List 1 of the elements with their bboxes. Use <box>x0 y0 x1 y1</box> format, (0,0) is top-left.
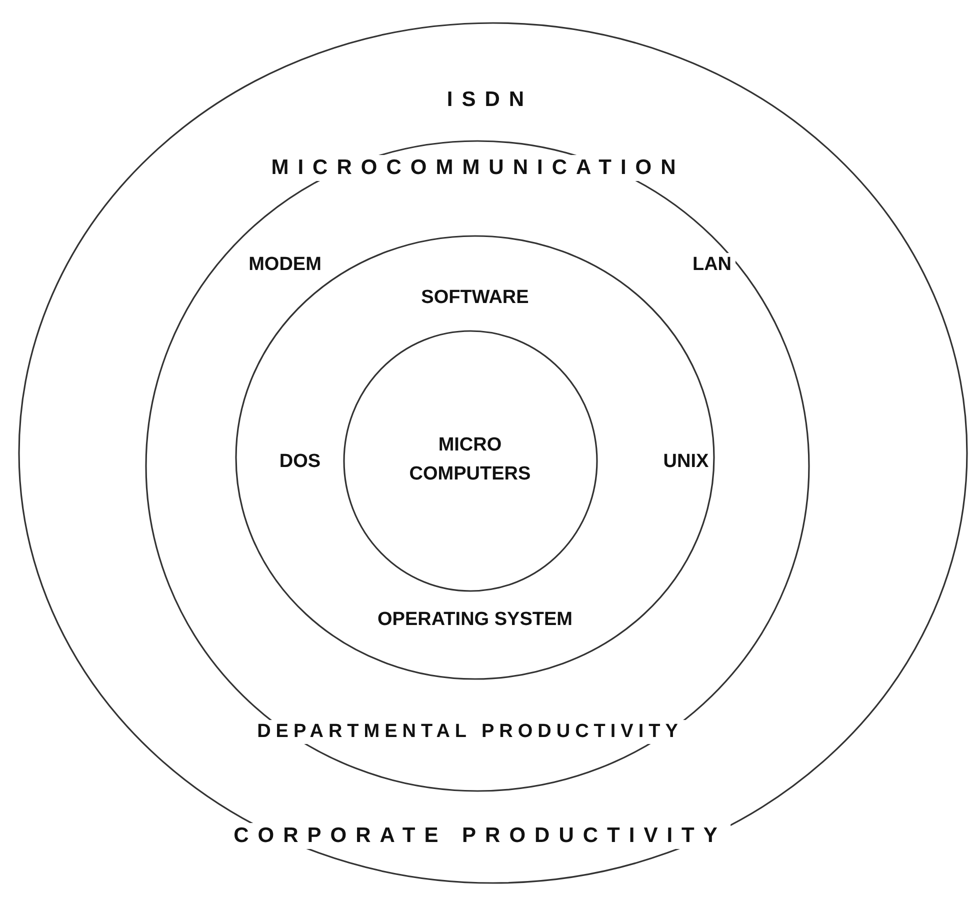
ring-label: MICRO COMPUTERS <box>408 434 532 486</box>
